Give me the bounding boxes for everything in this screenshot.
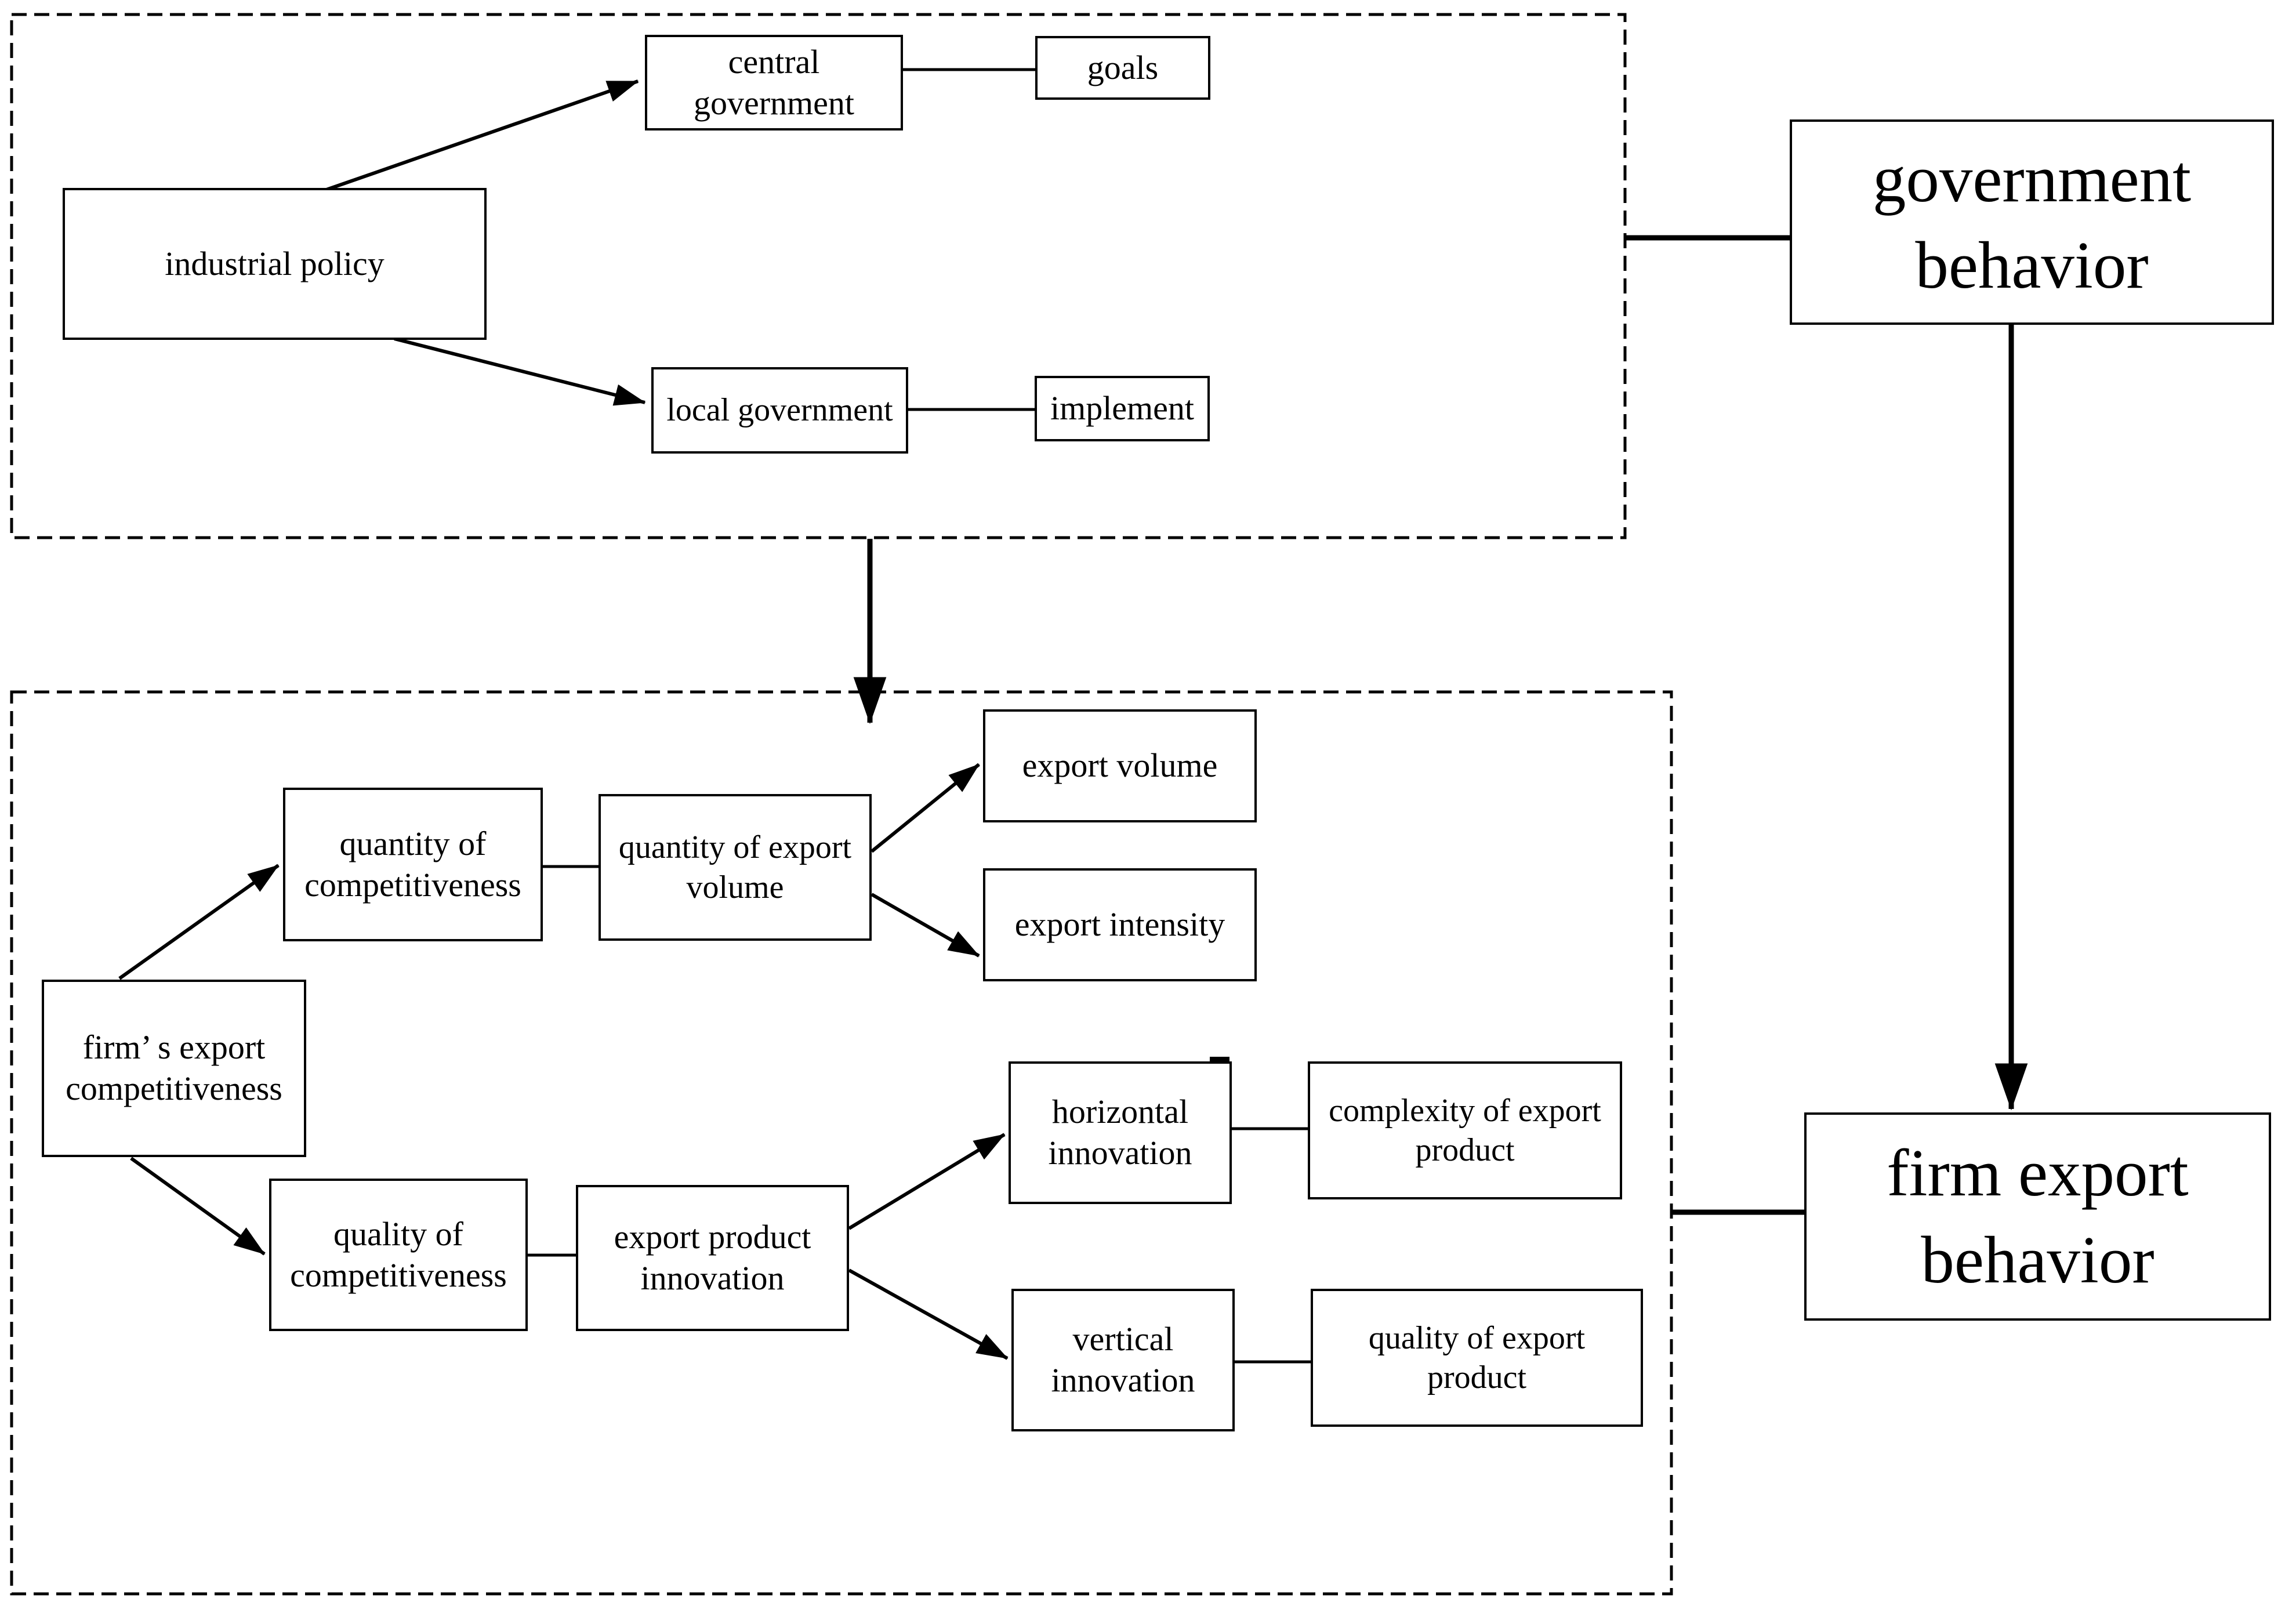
node-label: implement — [1050, 389, 1195, 427]
edge-product-innovation-to-horizontal-innovation — [848, 1133, 1006, 1230]
node-label: quantity of export volume — [618, 829, 852, 905]
node-label: export intensity — [1014, 905, 1225, 944]
node-firms-export-competitiveness: firm’ s export competitiveness — [42, 980, 306, 1157]
edge-quantity-export-volume-to-export-volume — [871, 763, 980, 853]
node-horizontal-innovation: horizontal innovation — [1009, 1061, 1232, 1204]
node-label: firm’ s export competitiveness — [66, 1028, 282, 1107]
node-quality-of-export-product: quality of export product — [1311, 1289, 1643, 1427]
node-label: vertical innovation — [1051, 1320, 1195, 1399]
node-complexity-of-export-product: complexity of export product — [1308, 1061, 1622, 1199]
node-industrial-policy: industrial policy — [63, 188, 487, 340]
node-export-product-innovation: export product innovation — [576, 1185, 849, 1331]
node-quantity-of-export-volume: quantity of export volume — [599, 794, 872, 941]
government-behavior-group-frame — [10, 13, 1627, 539]
node-label: central government — [693, 42, 855, 122]
node-label: complexity of export product — [1329, 1092, 1601, 1168]
node-label: industrial policy — [165, 244, 385, 282]
edge-industrial-policy-to-central-government — [324, 79, 639, 192]
node-government-behavior: government behavior — [1790, 119, 2274, 325]
node-quantity-of-competitiveness: quantity of competitiveness — [283, 788, 543, 941]
firm-export-group-frame — [10, 690, 1673, 1596]
node-label: export volume — [1022, 746, 1218, 785]
node-goals: goals — [1035, 36, 1210, 100]
node-implement: implement — [1035, 376, 1210, 441]
node-label: government behavior — [1872, 142, 2192, 303]
node-quality-of-competitiveness: quality of competitiveness — [269, 1179, 528, 1331]
node-label: horizontal innovation — [1048, 1093, 1192, 1172]
node-label: firm export behavior — [1887, 1136, 2189, 1297]
node-label: goals — [1087, 48, 1159, 86]
node-central-government: central government — [645, 35, 903, 130]
node-label: quality of competitiveness — [290, 1215, 507, 1294]
node-label: quantity of competitiveness — [304, 824, 521, 904]
node-label: export product innovation — [614, 1218, 811, 1297]
node-local-government: local government — [651, 367, 908, 454]
node-vertical-innovation: vertical innovation — [1011, 1289, 1235, 1431]
node-export-volume: export volume — [983, 709, 1257, 822]
node-label: local government — [666, 392, 893, 429]
node-export-intensity: export intensity — [983, 868, 1257, 981]
node-firm-export-behavior: firm export behavior — [1804, 1112, 2271, 1321]
edge-competitiveness-to-quality-of-competitiveness — [130, 1157, 266, 1256]
edge-quantity-export-volume-to-export-intensity — [871, 893, 980, 958]
edge-product-innovation-to-vertical-innovation — [848, 1268, 1009, 1360]
dashed-group-frames — [10, 13, 1673, 1596]
node-label: quality of export product — [1368, 1320, 1586, 1395]
edge-lines — [118, 68, 2028, 1364]
edge-industrial-policy-to-local-government — [394, 337, 646, 406]
edge-competitiveness-to-quantity-of-competitiveness — [118, 864, 280, 980]
